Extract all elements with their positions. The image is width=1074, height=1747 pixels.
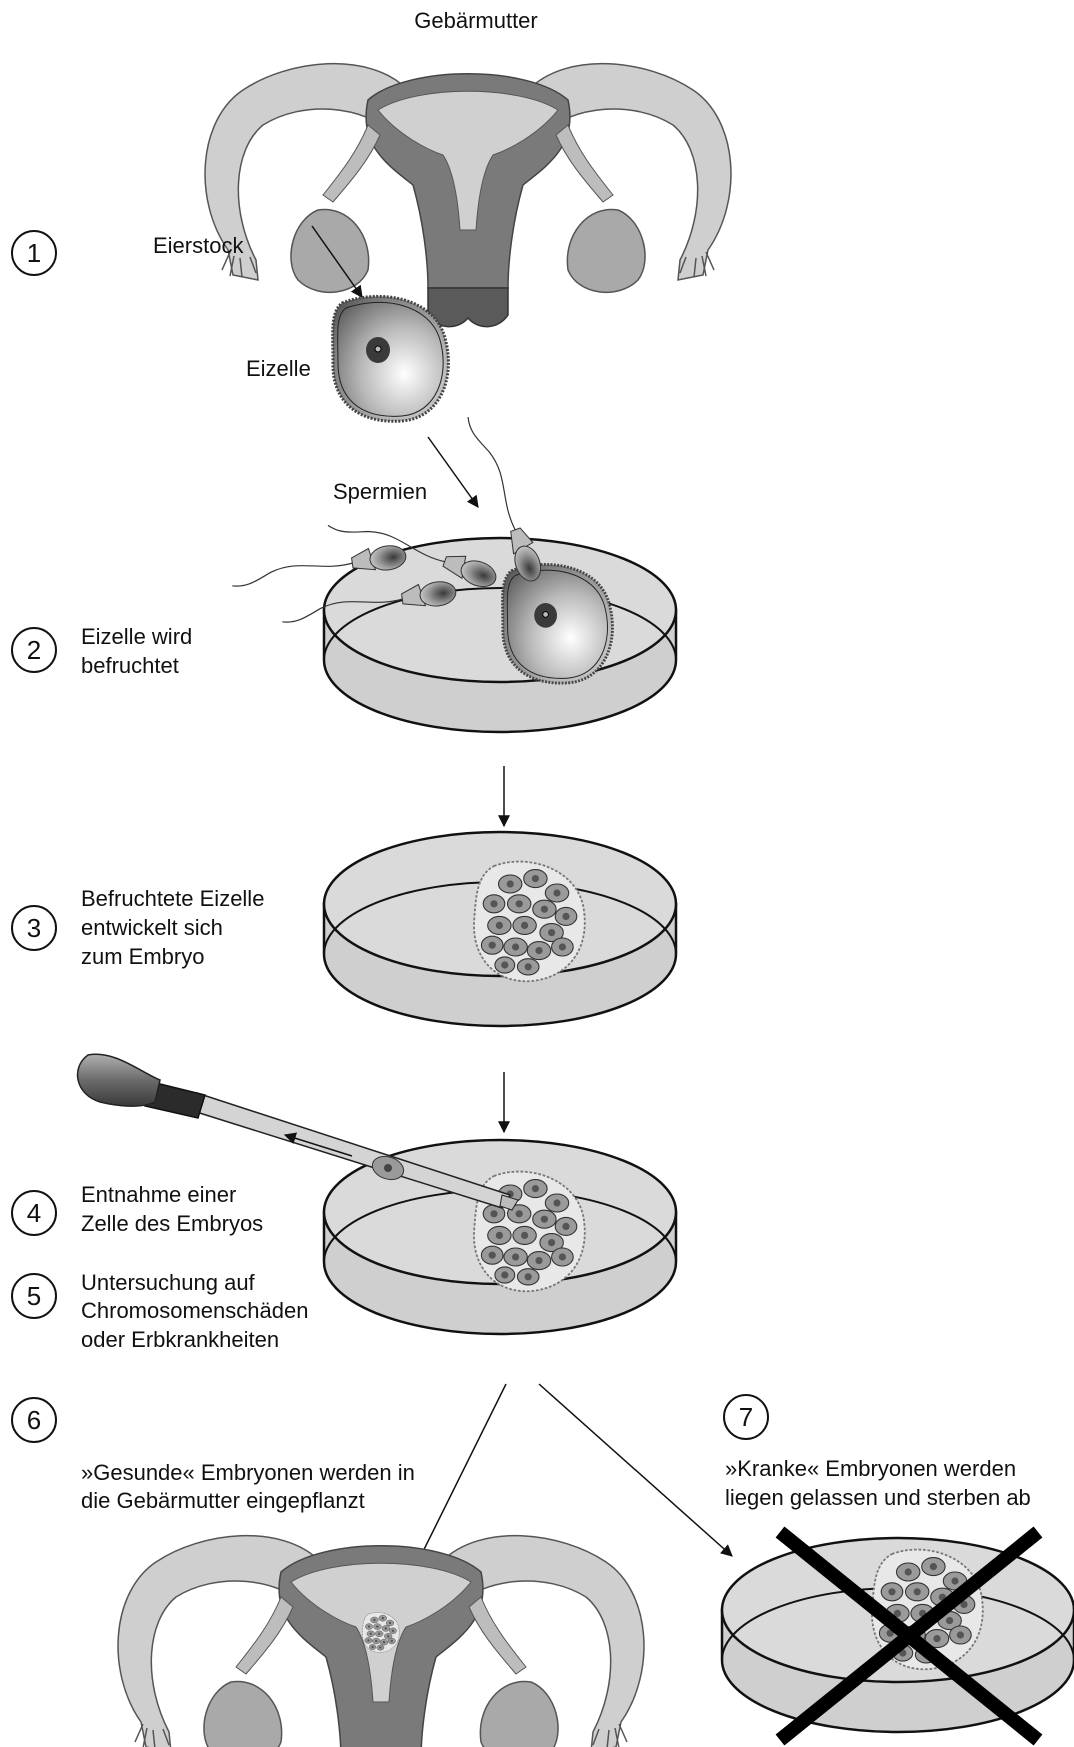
step-5-text-line-3: oder Erbkrankheiten	[81, 1327, 279, 1352]
step-6-badge: 6	[12, 1398, 56, 1442]
step-6-text-line-2: die Gebärmutter eingepflanzt	[81, 1488, 365, 1513]
step-5-number: 5	[27, 1281, 41, 1311]
step-7-number: 7	[739, 1402, 753, 1432]
step-7-text-line-1: »Kranke« Embryonen werden	[725, 1456, 1016, 1481]
uterus-icon	[205, 64, 731, 327]
step-5-badge: 5	[12, 1274, 56, 1318]
step-3-text-line-2: entwickelt sich	[81, 915, 223, 940]
step-3-text-line-1: Befruchtete Eizelle	[81, 886, 264, 911]
egg-cell-icon	[333, 296, 449, 421]
label-uterus: Gebärmutter	[414, 8, 538, 33]
step-3-badge: 3	[12, 906, 56, 950]
step-7-badge: 7	[724, 1395, 768, 1439]
step-3-text-line-3: zum Embryo	[81, 944, 204, 969]
step-7-text-line-2: liegen gelassen und sterben ab	[725, 1485, 1031, 1510]
egg-cell-in-dish-icon	[503, 564, 613, 683]
step-1-badge: 1	[12, 231, 56, 275]
step-4-text-line-2: Zelle des Embryos	[81, 1211, 263, 1236]
step-4-number: 4	[27, 1198, 41, 1228]
label-egg: Eizelle	[246, 356, 311, 381]
step-2-badge: 2	[12, 628, 56, 672]
label-sperm: Spermien	[333, 479, 427, 504]
step-2-text-line-1: Eizelle wird	[81, 624, 192, 649]
step-4-badge: 4	[12, 1191, 56, 1235]
embryo-icon	[474, 862, 585, 982]
step-2-number: 2	[27, 635, 41, 665]
step-1-number: 1	[27, 238, 41, 268]
step-6-text-line-1: »Gesunde« Embryonen werden in	[81, 1460, 415, 1485]
arrow-egg-to-dish	[428, 437, 478, 507]
label-ovary: Eierstock	[153, 233, 244, 258]
step-5-text-line-2: Chromosomenschäden	[81, 1298, 308, 1323]
step-2-text-line-2: befruchtet	[81, 653, 179, 678]
implanted-embryo-icon	[362, 1613, 399, 1653]
step-3-number: 3	[27, 913, 41, 943]
step-4-text-line-1: Entnahme einer	[81, 1182, 236, 1207]
step-6-number: 6	[27, 1405, 41, 1435]
arrow-to-discard	[539, 1384, 732, 1556]
step-5-text-line-1: Untersuchung auf	[81, 1270, 256, 1295]
